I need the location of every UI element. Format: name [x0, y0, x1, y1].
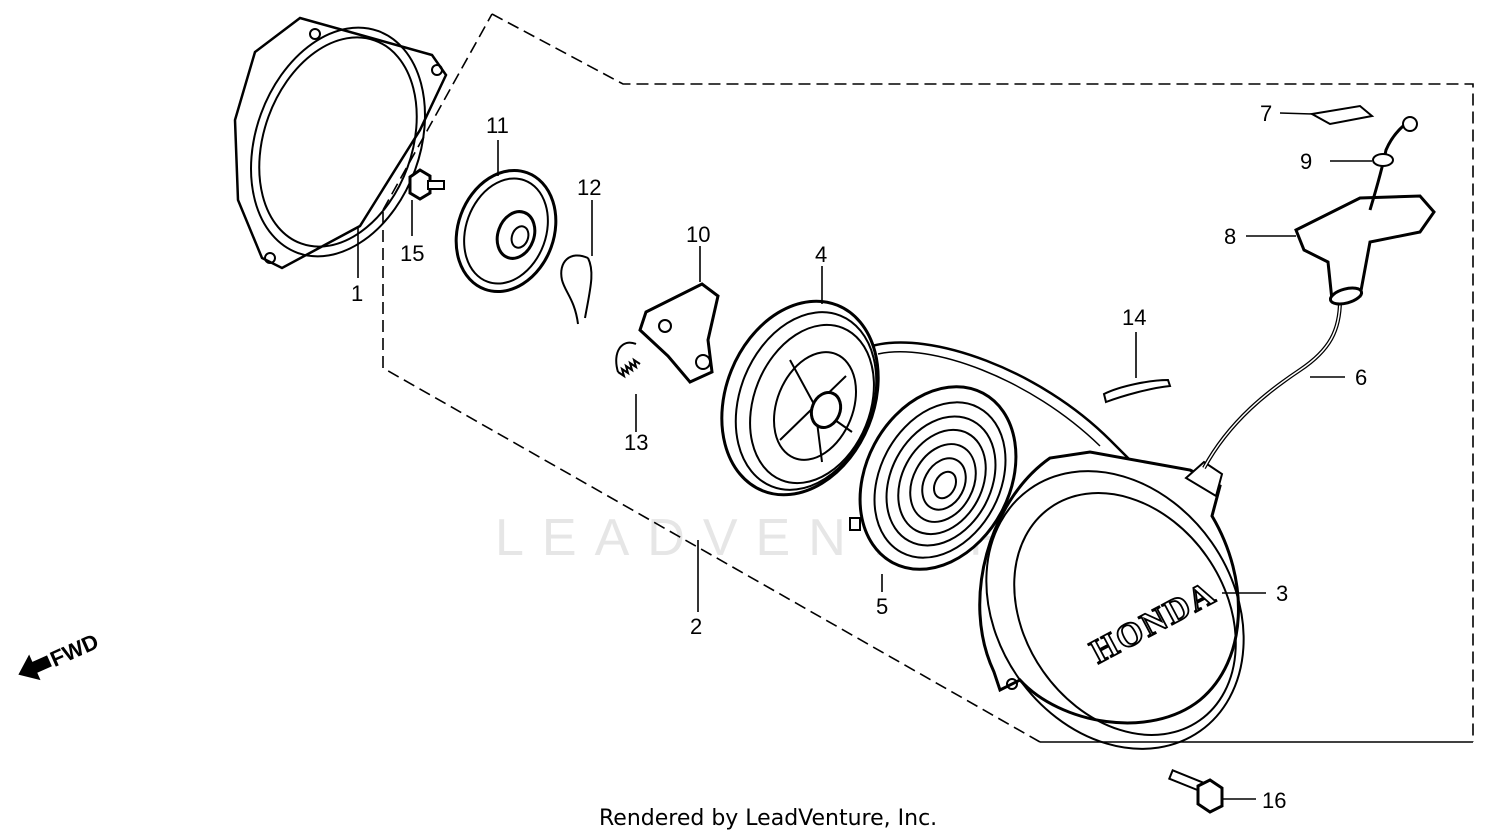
fwd-label: FWD — [46, 629, 102, 672]
part-8-handle — [1246, 194, 1436, 306]
callout-9: 9 — [1300, 149, 1312, 174]
callout-2: 2 — [690, 614, 702, 639]
fwd-arrow-icon — [18, 654, 52, 681]
part-4-reel — [720, 266, 880, 497]
part-16-bolt — [1167, 768, 1256, 814]
assembly-outline — [382, 13, 1474, 743]
part-12-clip — [560, 200, 593, 325]
callout-labels: 1 2 3 4 5 6 7 8 9 10 11 12 13 14 15 16 — [351, 101, 1367, 813]
part-7-clip — [1279, 104, 1375, 126]
callout-14: 14 — [1122, 305, 1146, 330]
callout-13: 13 — [624, 430, 648, 455]
callout-11: 11 — [486, 113, 509, 138]
part-1-gasket — [233, 16, 448, 278]
part-5-spring — [849, 385, 1018, 592]
callout-15: 15 — [400, 241, 424, 266]
callout-8: 8 — [1224, 224, 1236, 249]
part-2-case — [697, 341, 1141, 612]
part-9-rope-end — [1330, 116, 1418, 211]
part-11-plate — [454, 140, 558, 294]
part-15-bolt — [408, 168, 445, 236]
part-6-rope — [1202, 299, 1345, 469]
part-10-ratchet — [638, 246, 720, 384]
callout-7: 7 — [1260, 101, 1272, 126]
callout-4: 4 — [815, 242, 827, 267]
fwd-indicator: FWD — [18, 629, 102, 681]
part-14-guide — [1102, 332, 1172, 404]
part-13-spring — [615, 341, 641, 432]
callout-5: 5 — [876, 594, 888, 619]
callout-12: 12 — [577, 175, 601, 200]
callout-16: 16 — [1262, 788, 1286, 813]
callout-10: 10 — [686, 222, 710, 247]
callout-6: 6 — [1355, 365, 1367, 390]
part-3-cover: HONDA — [978, 450, 1266, 750]
callout-3: 3 — [1276, 581, 1288, 606]
callout-1: 1 — [351, 281, 363, 306]
footer-credit: Rendered by LeadVenture, Inc. — [599, 806, 937, 831]
